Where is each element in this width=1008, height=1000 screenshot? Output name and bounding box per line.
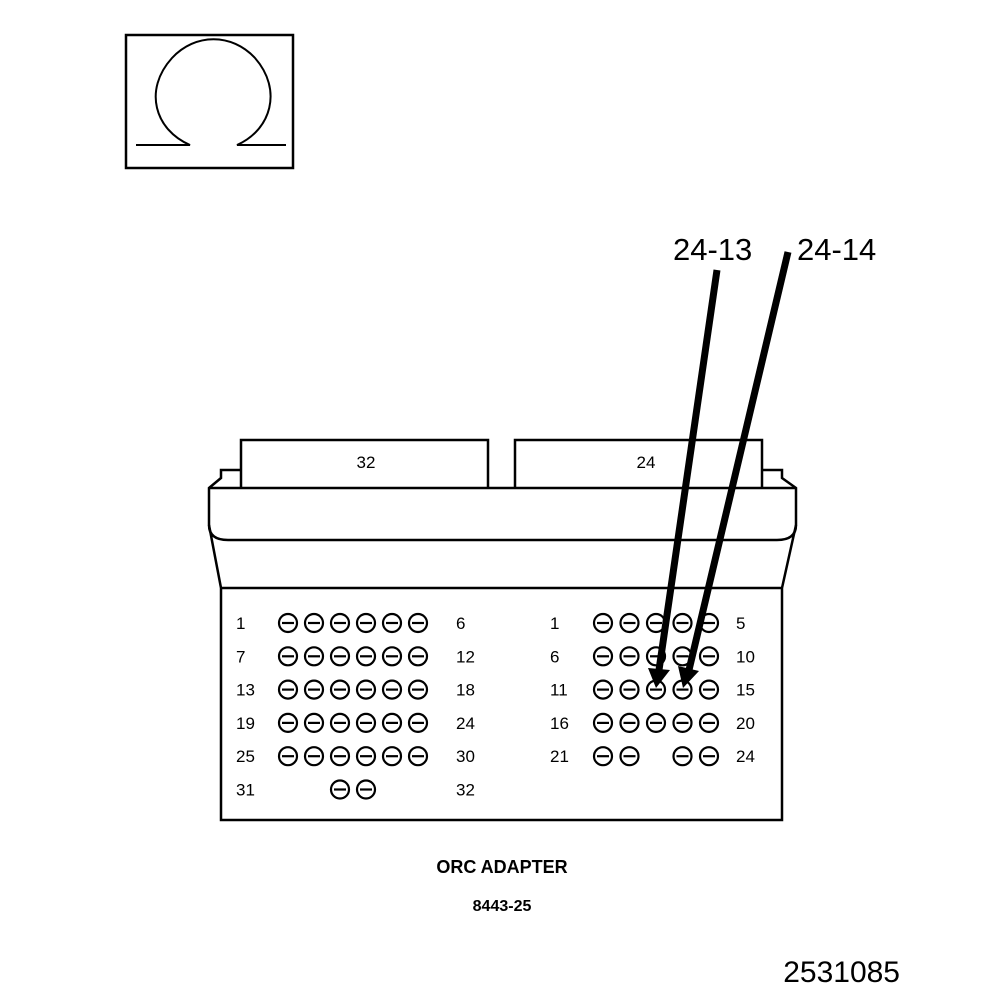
pin-socket: [329, 679, 351, 700]
pin-socket: [592, 746, 614, 767]
row-start-label: 11: [550, 681, 568, 700]
pin-socket: [407, 612, 429, 634]
ohm-symbol-box: [124, 33, 295, 170]
callout-arrow-24-13: [648, 269, 721, 688]
pin-socket: [407, 746, 429, 767]
pin-socket: [645, 712, 667, 734]
adapter-body: [207, 438, 798, 822]
plug-32-outline: [239, 438, 490, 488]
pin-socket: [619, 712, 640, 734]
row-end-label: 24: [456, 714, 475, 733]
row-end-label: 5: [736, 614, 745, 633]
pin-socket: [698, 646, 720, 667]
pin-socket: [329, 612, 351, 634]
pin-socket: [329, 746, 351, 767]
pin-socket: [355, 746, 377, 767]
caption-part-number: 8443-25: [473, 898, 532, 915]
pin-socket: [303, 746, 325, 767]
pin-socket: [277, 612, 299, 634]
pin-socket: [407, 646, 429, 667]
row-start-label: 21: [550, 747, 569, 766]
pin-socket: [672, 612, 693, 634]
row-start-label: 25: [236, 747, 255, 766]
pin-socket: [381, 746, 403, 767]
row-start-label: 1: [236, 614, 245, 633]
pin-socket: [355, 779, 377, 800]
row-end-label: 30: [456, 747, 475, 766]
pin-socket: [277, 746, 299, 767]
callout-label-24-13: 24-13: [673, 232, 752, 267]
row-start-label: 7: [236, 647, 245, 666]
pin-socket: [303, 646, 325, 667]
callout-arrow-24-14: [678, 251, 792, 688]
pin-socket: [407, 712, 429, 734]
pin-socket: [381, 646, 403, 667]
pin-socket: [355, 646, 377, 667]
plug-24-outline: [513, 438, 764, 488]
pin-socket: [381, 612, 403, 634]
plug-24-label: 24: [637, 453, 656, 472]
pin-socket: [277, 646, 299, 667]
pin-socket: [277, 712, 299, 734]
pin-socket: [698, 712, 720, 734]
pin-socket: [381, 712, 403, 734]
callout-label-24-14: 24-14: [797, 232, 876, 267]
pin-socket: [329, 646, 351, 667]
pin-socket: [329, 712, 351, 734]
row-start-label: 19: [236, 714, 255, 733]
pin-socket: [303, 712, 325, 734]
pin-socket: [355, 612, 377, 634]
pin-socket: [592, 712, 614, 734]
pin-socket: [672, 746, 693, 767]
pin-socket: [592, 646, 614, 667]
figure-id: 2531085: [783, 956, 900, 989]
row-start-label: 6: [550, 647, 559, 666]
row-start-label: 31: [236, 781, 255, 800]
row-end-label: 15: [736, 681, 755, 700]
pin-socket: [355, 679, 377, 700]
pin-socket: [329, 779, 351, 800]
row-end-label: 18: [456, 681, 475, 700]
row-end-label: 20: [736, 714, 755, 733]
row-end-label: 24: [736, 747, 755, 766]
row-start-label: 1: [550, 614, 559, 633]
caption-title: ORC ADAPTER: [436, 857, 567, 877]
pin-socket: [698, 746, 720, 767]
row-end-label: 32: [456, 781, 475, 800]
pin-socket: [619, 679, 640, 700]
pin-socket: [672, 712, 693, 734]
pin-socket: [592, 679, 614, 700]
plug-32-label: 32: [357, 453, 376, 472]
pin-socket: [619, 646, 640, 667]
pin-socket: [698, 679, 720, 700]
row-end-label: 6: [456, 614, 465, 633]
pin-socket: [303, 612, 325, 634]
row-end-label: 12: [456, 647, 475, 666]
pin-socket: [355, 712, 377, 734]
row-start-label: 16: [550, 714, 569, 733]
pin-socket: [592, 612, 614, 634]
pin-socket: [381, 679, 403, 700]
row-end-label: 10: [736, 647, 755, 666]
pin-socket: [619, 746, 640, 767]
pin-socket: [407, 679, 429, 700]
pin-socket: [277, 679, 299, 700]
pin-socket: [303, 679, 325, 700]
connector-32-pins: 1 6 7 12 13 18 19 24 25 30 31 32: [236, 612, 475, 800]
ohm-icon: [136, 38, 286, 146]
row-start-label: 13: [236, 681, 255, 700]
pin-socket: [619, 612, 640, 634]
